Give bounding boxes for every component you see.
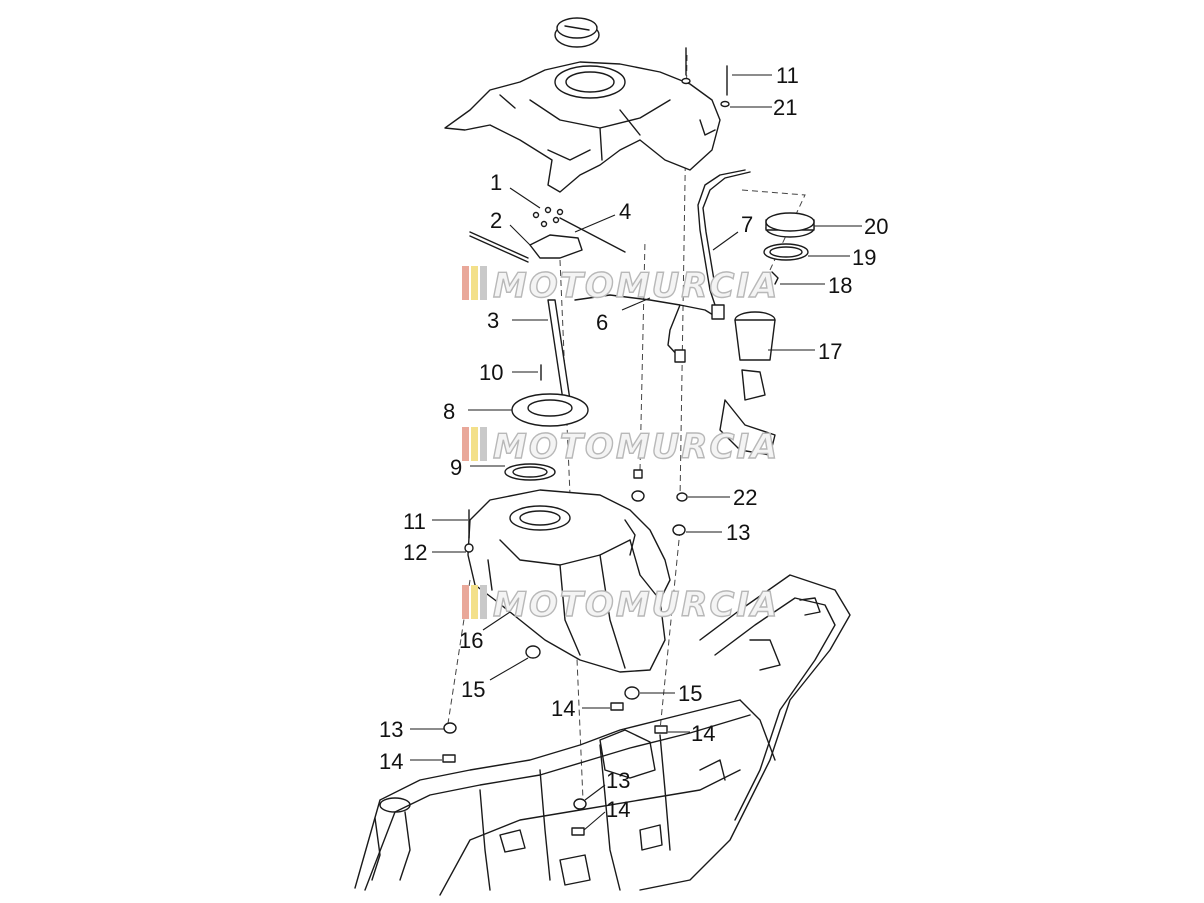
fuel-tank (467, 489, 671, 673)
callout-label: 14 (691, 721, 715, 746)
watermark-text: MOTOMURCIA (493, 266, 779, 306)
fuel-pump-module (719, 212, 815, 456)
callout-label: 2 (490, 208, 502, 233)
callout-label: 18 (828, 273, 852, 298)
mounting-hardware (442, 469, 688, 836)
tank-cover (444, 61, 721, 193)
callout-label: 15 (461, 677, 485, 702)
callout-label: 17 (818, 339, 842, 364)
callout-label: 10 (479, 360, 503, 385)
watermark-logo-3: MOTOMURCIA (462, 584, 779, 626)
callout-label: 4 (619, 199, 631, 224)
callout-label: 12 (403, 540, 427, 565)
callout-label: 11 (403, 509, 426, 534)
fuel-pump-assembly (469, 206, 626, 481)
callout-label: 7 (741, 212, 753, 237)
screws-top-right (681, 47, 730, 108)
callout-label: 21 (773, 95, 797, 120)
callout-label: 19 (852, 245, 876, 270)
callout-label: 22 (733, 485, 757, 510)
motorcycle-frame (354, 574, 851, 896)
callout-label: 9 (450, 455, 462, 480)
callout-label: 14 (379, 749, 403, 774)
watermark-text: MOTOMURCIA (493, 427, 779, 467)
callout-label: 14 (551, 696, 575, 721)
callout-label: 6 (596, 310, 608, 335)
callout-label: 11 (776, 63, 799, 88)
fuel-hoses (574, 169, 751, 363)
watermark-text: MOTOMURCIA (493, 585, 779, 625)
callout-labels: 1 2 3 4 6 7 8 9 10 11 21 20 19 18 17 22 … (379, 63, 888, 822)
watermark-logo-1: MOTOMURCIA (462, 265, 779, 307)
callout-label: 15 (678, 681, 702, 706)
callout-label: 14 (606, 797, 630, 822)
fuel-cap (554, 17, 600, 48)
callout-label: 16 (459, 628, 483, 653)
leader-lines (410, 74, 862, 831)
callout-label: 13 (726, 520, 750, 545)
callout-label: 20 (864, 214, 888, 239)
callout-label: 3 (487, 308, 499, 333)
callout-label: 13 (379, 717, 403, 742)
callout-label: 8 (443, 399, 455, 424)
watermark: MOTOMURCIA MOTOMURCIA MOTOMURCIA (462, 265, 779, 626)
watermark-logo-2: MOTOMURCIA (462, 426, 779, 468)
callout-label: 13 (606, 768, 630, 793)
callout-label: 1 (490, 170, 502, 195)
